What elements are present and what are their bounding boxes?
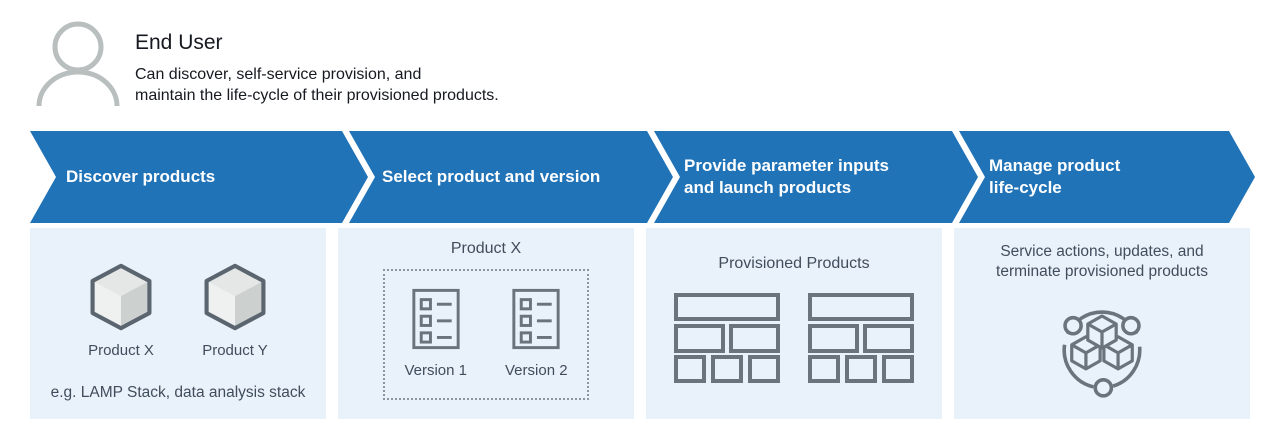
process-flow: Discover products Select product and ver… [30,131,1256,223]
version-label: Version 1 [404,362,467,379]
page-description: Can discover, self-service provision, an… [135,64,499,106]
version-1-figure: Version 1 [404,288,467,379]
manage-description-line: terminate provisioned products [996,263,1208,280]
version-label: Version 2 [505,362,568,379]
list-document-icon [412,288,460,350]
product-x-figure: Product X [88,261,154,359]
provisioned-products-heading: Provisioned Products [718,255,870,272]
step-label-select: Select product and version [382,122,600,232]
product-label: Product Y [202,342,268,359]
version-2-figure: Version 2 [505,288,568,379]
step-label-line: life-cycle [989,178,1062,197]
cube-3d-icon [90,263,152,331]
arrow-segment-4 [959,131,1255,223]
manage-description-line: Service actions, updates, and [1000,243,1204,260]
product-label: Product X [88,342,154,359]
card-grid-icon [808,293,914,383]
step-label-line: and launch products [684,178,852,197]
panel-manage-lifecycle: Service actions, updates, and terminate … [954,228,1250,419]
chevron-arrows [30,131,1255,223]
list-document-icon [512,288,560,350]
step-label-line: Manage product [989,156,1121,175]
panel-discover-products: Product X Product Y e.g. LAMP Stack, dat… [30,228,326,419]
step-label-line: Select product and version [382,167,601,186]
service-actions-cubes-icon [1062,310,1142,398]
arrow-segment-1 [30,131,368,223]
card-grid-icon [674,293,780,383]
step-detail-panels: Product X Product Y e.g. LAMP Stack, dat… [30,228,1250,419]
person-outline-icon [36,21,120,106]
step-label-line: Provide parameter inputs [684,156,890,175]
provisioned-products-row [674,293,914,383]
description-line: Can discover, self-service provision, an… [135,66,422,83]
description-line: maintain the life-cycle of their provisi… [135,87,499,104]
panel-select-version: Product X Version 1 [338,228,634,419]
manage-description: Service actions, updates, and terminate … [996,242,1208,282]
product-y-figure: Product Y [202,261,268,359]
product-x-heading: Product X [450,240,522,257]
step-label-provide: Provide parameter inputs and launch produ… [684,111,889,243]
examples-caption: e.g. LAMP Stack, data analysis stack [50,384,306,401]
versions-group-box: Version 1 Version 2 [383,269,589,400]
arrow-segment-3 [654,131,978,223]
page-title: End User [135,31,223,54]
step-label-discover: Discover products [66,122,215,232]
cube-3d-icon [204,263,266,331]
step-label-manage: Manage product life-cycle [989,111,1120,243]
panel-provisioned-products: Provisioned Products [646,228,942,419]
product-icons-row: Product X Product Y [88,261,268,359]
arrow-segment-2 [349,131,673,223]
step-label-line: Discover products [66,167,216,186]
